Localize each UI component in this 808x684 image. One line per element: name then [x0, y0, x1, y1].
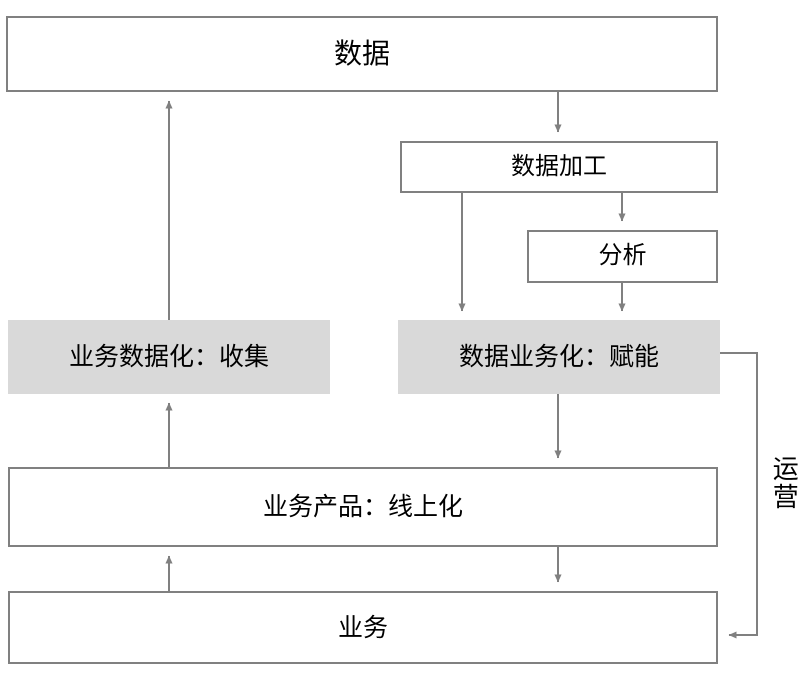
node-data-processing[interactable]: 数据加工 — [400, 141, 718, 193]
node-data-businessification[interactable]: 数据业务化：赋能 — [398, 320, 720, 394]
node-business-datafication-label: 业务数据化：收集 — [68, 343, 269, 371]
node-business-datafication[interactable]: 业务数据化：收集 — [8, 320, 330, 394]
node-data-processing-label: 数据加工 — [511, 152, 607, 180]
node-data-label: 数据 — [333, 38, 390, 70]
node-business-product[interactable]: 业务产品：线上化 — [8, 467, 718, 547]
node-analysis[interactable]: 分析 — [527, 230, 718, 283]
node-business-product-label: 业务产品：线上化 — [262, 493, 463, 521]
edge-label-operations: 运营 — [769, 455, 800, 511]
node-data[interactable]: 数据 — [6, 16, 718, 92]
node-data-businessification-label: 数据业务化：赋能 — [458, 343, 659, 371]
node-analysis-label: 分析 — [598, 242, 647, 270]
node-business[interactable]: 业务 — [8, 591, 718, 664]
node-business-label: 业务 — [337, 613, 388, 642]
edge-empower-to-business-loop — [720, 352, 758, 639]
